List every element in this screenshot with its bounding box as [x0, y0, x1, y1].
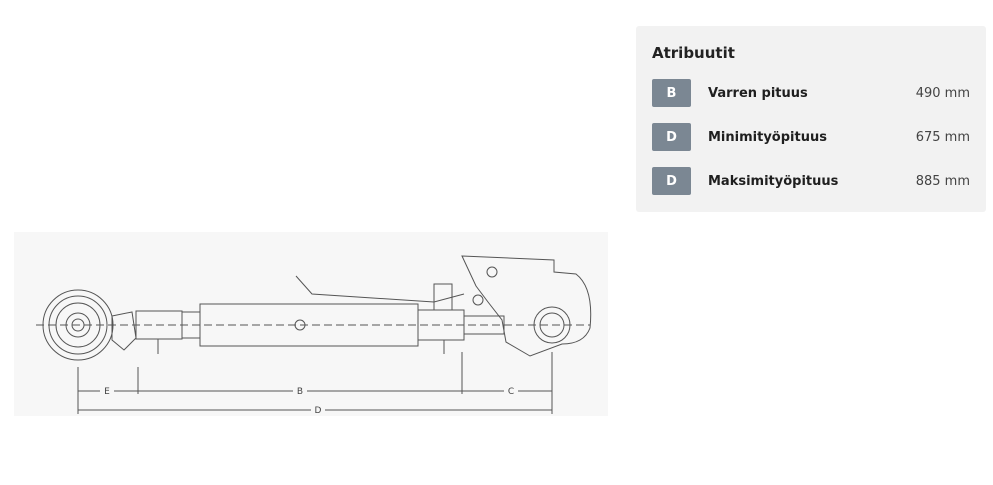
hook-latch	[472, 294, 484, 306]
attribute-value: 675 mm	[915, 129, 970, 145]
left-eye-ball	[65, 312, 91, 338]
attributes-panel: Atribuutit B Varren pituus 490 mm D Mini…	[636, 26, 986, 212]
left-eye-ring-2	[55, 302, 101, 348]
left-eye-hole	[71, 318, 85, 332]
right-spindle	[463, 315, 505, 335]
hook-body	[461, 255, 592, 357]
attribute-value: 885 mm	[915, 173, 970, 189]
dim-label-b: B	[297, 387, 303, 397]
dim-label-c: C	[508, 387, 514, 397]
attribute-label: Maksimityöpituus	[708, 173, 839, 189]
attribute-row: D Maksimityöpituus 885 mm	[652, 167, 970, 195]
lever-bracket	[433, 283, 453, 311]
attribute-badge: D	[652, 123, 691, 151]
hook-pin	[486, 266, 498, 278]
attribute-row: D Minimityöpituus 675 mm	[652, 123, 970, 151]
attribute-label: Minimityöpituus	[708, 129, 827, 145]
left-eye-neck	[111, 311, 137, 351]
lever-rod	[295, 275, 465, 303]
top-link-svg: E B C D	[14, 232, 608, 416]
dim-label-e: E	[104, 387, 110, 397]
right-eye-inner	[539, 312, 565, 338]
attributes-title: Atribuutit	[652, 44, 735, 62]
dim-label-d: D	[315, 406, 322, 416]
attribute-badge: B	[652, 79, 691, 107]
top-link-shape	[36, 255, 592, 361]
left-eye-ring	[48, 295, 108, 355]
attribute-badge: D	[652, 167, 691, 195]
left-eye-outer	[42, 289, 114, 361]
tube-hole	[294, 319, 306, 331]
right-eye-outer	[533, 306, 571, 344]
attribute-value: 490 mm	[915, 85, 970, 101]
attribute-label: Varren pituus	[708, 85, 808, 101]
top-link-technical-drawing: E B C D	[14, 232, 608, 416]
attribute-row: B Varren pituus 490 mm	[652, 79, 970, 107]
